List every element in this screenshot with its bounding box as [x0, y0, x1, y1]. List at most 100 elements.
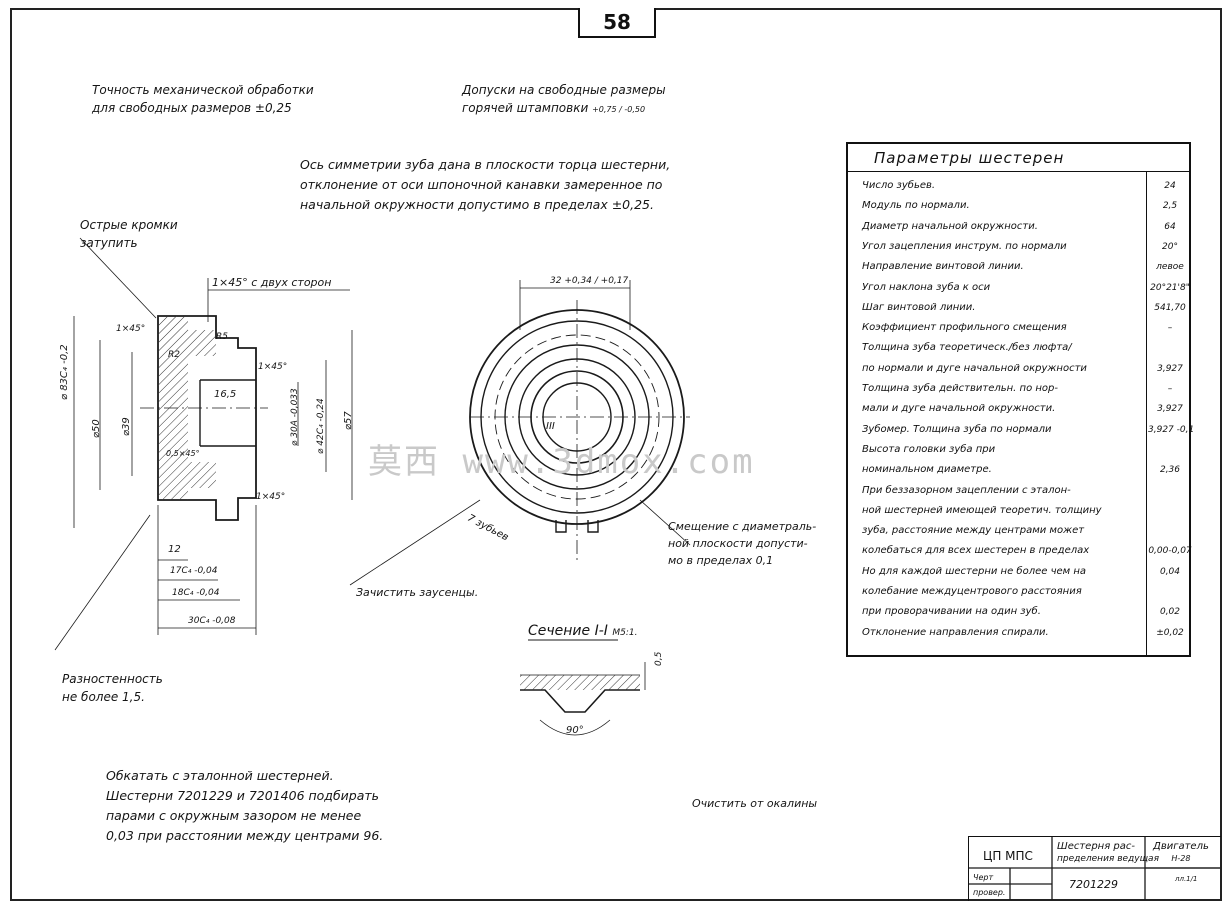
params-row-label: Толщина зуба действительн. по нор-	[862, 383, 1058, 394]
page-number: 58	[578, 8, 656, 38]
params-row-label: Направление винтовой линии.	[862, 261, 1024, 273]
params-row-label: при проворачивании на один зуб.	[862, 606, 1041, 618]
params-row: Шаг винтовой линии. 541,70	[848, 298, 1189, 318]
dim-section: 0,5	[654, 651, 664, 666]
params-row: мали и дуге начальной окружности. 3,927	[848, 399, 1189, 419]
params-row-label: Угол наклона зуба к оси	[862, 281, 991, 293]
params-row-value: 0,00-0,07	[1148, 546, 1192, 557]
dim-17: 17С₄ -0,04	[170, 566, 218, 576]
section-angle: 90°	[566, 725, 584, 736]
params-row: Толщина зуба действительн. по нор- –	[848, 379, 1189, 399]
params-row-value: левое	[1156, 262, 1184, 273]
params-row-label: Но для каждой шестерни не более чем на	[862, 565, 1087, 577]
chamfer-note: 1×45° с двух сторон	[212, 276, 332, 289]
params-row-label: Коэффициент профильного смещения	[862, 322, 1067, 334]
params-row-label: Отклонение направления спирали.	[862, 626, 1049, 638]
title-part-number: 7201229	[1069, 878, 1118, 891]
params-row: Направление винтовой линии. левое	[848, 257, 1189, 277]
params-row-value: 3,927	[1157, 404, 1183, 415]
title-sheet: лл.1/1	[1175, 875, 1198, 883]
dim-18: 18С₄ -0,04	[172, 588, 220, 598]
section-detail	[520, 639, 646, 736]
dim-d42: ⌀ 42С₄ -0,24	[316, 398, 326, 454]
dim-30: 30С₄ -0,08	[188, 616, 236, 626]
params-row-label: Модуль по нормали.	[862, 200, 970, 212]
params-row: ной шестерней имеющей теоретич. толщину	[848, 501, 1189, 521]
params-row-label: Число зубьев.	[862, 180, 936, 191]
params-row-value: –	[1167, 384, 1173, 394]
dim-chamfer-1: 1×45°	[116, 324, 146, 334]
params-row-label: Диаметр начальной окружности.	[862, 220, 1038, 232]
params-row-value: 3,927 -0,1	[1148, 424, 1195, 435]
params-row-value: 64	[1164, 221, 1176, 232]
title-engine: Двигатель Н-28	[1153, 841, 1209, 863]
params-row: Диаметр начальной окружности. 64	[848, 217, 1189, 237]
params-row-label: номинальном диаметре.	[862, 464, 992, 476]
title-org: ЦП МПС	[983, 849, 1033, 863]
params-row: При беззазорном зацеплении с эталон-	[848, 481, 1189, 501]
params-row-value: ±0,02	[1156, 627, 1184, 638]
params-row-label: колебаться для всех шестерен в пределах	[862, 545, 1090, 557]
params-row-label: При беззазорном зацеплении с эталон-	[862, 484, 1071, 496]
dim-outer-diameter: ⌀ 83С₄ -0,2	[59, 344, 70, 400]
dim-d50: ⌀50	[91, 419, 102, 438]
params-row: Модуль по нормали. 2,5	[848, 196, 1189, 216]
params-row: номинальном диаметре. 2,36	[848, 460, 1189, 480]
params-row-value: 20°	[1162, 241, 1178, 252]
tolerance-note: Допуски на свободные размеры горячей шта…	[462, 83, 666, 115]
params-row-value: 24	[1164, 181, 1176, 191]
title-checked: провер.	[973, 888, 1006, 897]
params-row-label: ной шестерней имеющей теоретич. толщину	[862, 504, 1102, 516]
bottom-note: Обкатать с эталонной шестерней. Шестерни…	[106, 768, 384, 843]
gear-section-view	[54, 237, 353, 651]
dim-16-5: 16,5	[214, 389, 237, 400]
dim-chamfer-2: 1×45°	[258, 362, 288, 372]
params-row-value: 0,04	[1159, 566, 1181, 577]
params-row: Зубомер. Толщина зуба по нормали 3,927 -0…	[848, 420, 1195, 440]
runout-note: Разностенность не более 1,5.	[62, 672, 163, 704]
params-row-value: 541,70	[1154, 302, 1186, 313]
params-row-value: 20°21'8"	[1150, 282, 1190, 293]
params-row-value: –	[1167, 323, 1173, 334]
params-row-label: Зубомер. Толщина зуба по нормали	[862, 423, 1052, 435]
params-row-label: Высота головки зуба при	[862, 443, 996, 455]
precision-note: Точность механической обработки для своб…	[92, 83, 314, 115]
params-title: Параметры шестерен	[848, 144, 1189, 172]
params-row-label: мали и дуге начальной окружности.	[862, 403, 1056, 415]
params-row: Отклонение направления спирали. ±0,02	[848, 623, 1189, 643]
axis-note: Ось симметрии зуба дана в плоскости торц…	[300, 157, 671, 212]
gear-front-view	[349, 280, 691, 586]
title-block: ЦП МПС Шестерня рас- пределения ведущая …	[968, 836, 1221, 901]
dim-d57: ⌀57	[343, 411, 354, 430]
title-drawn: Черт	[973, 873, 994, 882]
params-row-label: Угол зацепления инструм. по нормали	[862, 240, 1067, 252]
offset-note: Смещение с диаметраль- ной плоскости доп…	[668, 520, 817, 567]
title-block-lines	[968, 836, 1220, 900]
params-row-value: 0,02	[1159, 607, 1181, 618]
dim-d30: ⌀ 30А -0,033	[290, 388, 300, 446]
scale-clean-note: Очистить от окалины	[692, 797, 818, 810]
params-row: колебание междуцентрового расстояния	[848, 582, 1189, 602]
dim-key-width: 32 +0,34 / +0,17	[550, 276, 629, 286]
params-row: Высота головки зуба при	[848, 440, 1189, 460]
params-row: Но для каждой шестерни не более чем на 0,…	[848, 562, 1189, 582]
sharp-edges-note: Острые кромки затупить	[80, 218, 178, 250]
params-row: колебаться для всех шестерен в пределах 0…	[848, 541, 1192, 561]
params-row: при проворачивании на один зуб. 0,02	[848, 602, 1189, 622]
deburr-note: Зачистить заусенцы.	[356, 586, 479, 599]
params-row: Угол зацепления инструм. по нормали 20°	[848, 237, 1189, 257]
params-row-label: Шаг винтовой линии.	[862, 301, 976, 313]
params-row-value: 2,5	[1162, 201, 1178, 212]
params-row-label: зуба, расстояние между центрами может	[862, 525, 1085, 537]
params-row-value: 3,927	[1157, 363, 1183, 374]
dim-chamfer-3: 1×45°	[256, 492, 286, 502]
title-part-name: Шестерня рас- пределения ведущая	[1057, 841, 1159, 864]
params-row-value: 2,36	[1159, 465, 1181, 476]
params-row: Толщина зуба теоретическ./без люфта/	[848, 338, 1189, 358]
dim-r5: R5	[216, 332, 228, 342]
params-row: зуба, расстояние между центрами может	[848, 521, 1189, 541]
params-row-label: колебание междуцентрового расстояния	[862, 586, 1082, 597]
